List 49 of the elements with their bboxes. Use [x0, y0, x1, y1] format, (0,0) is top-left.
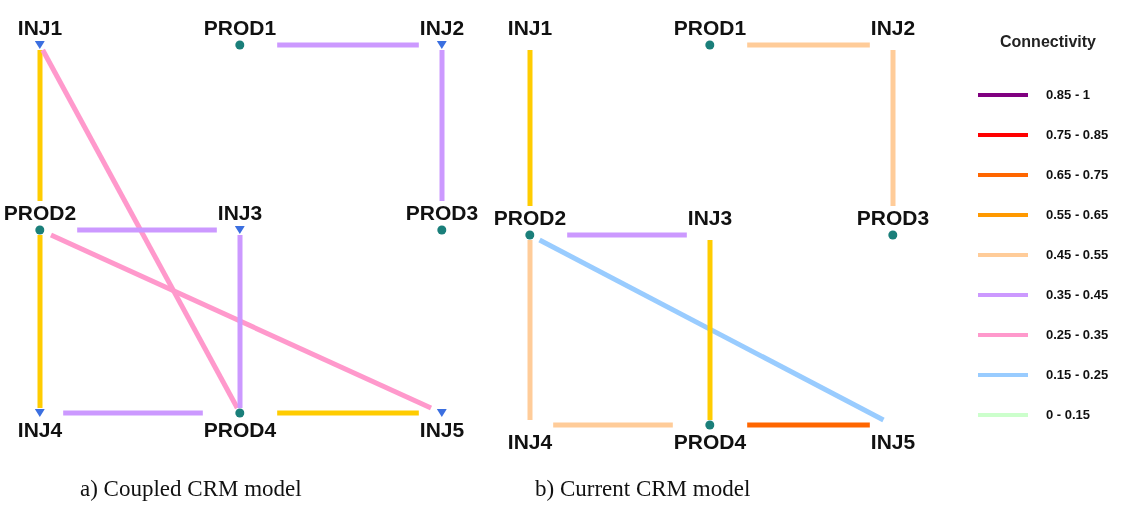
- well-label: INJ1: [506, 16, 554, 40]
- well-label: INJ3: [686, 206, 734, 230]
- legend-label: 0.45 - 0.55: [1046, 247, 1109, 262]
- connection-line: [553, 422, 673, 428]
- connection-line: [527, 240, 533, 420]
- legend-label: 0.65 - 0.75: [1046, 167, 1109, 182]
- connection-line: [77, 227, 217, 233]
- connection-line: [439, 50, 445, 201]
- connection-line: [890, 50, 896, 206]
- legend-label: 0.75 - 0.85: [1046, 127, 1109, 142]
- connection-line: [277, 42, 419, 48]
- legend-label: 0.85 - 1: [1046, 87, 1091, 102]
- connection-line: [40, 48, 240, 410]
- well-label: INJ3: [216, 201, 264, 225]
- legend-label: 0.35 - 0.45: [1046, 287, 1109, 302]
- well-label: PROD4: [202, 418, 278, 442]
- well-label: INJ2: [418, 16, 466, 40]
- well-label: INJ1: [16, 16, 64, 40]
- well-label: PROD3: [404, 201, 480, 225]
- connection-line: [707, 240, 713, 420]
- well-label: PROD4: [672, 430, 748, 454]
- connection-line: [747, 422, 870, 428]
- caption: a) Coupled CRM model: [80, 476, 302, 502]
- well-label: PROD2: [2, 201, 78, 225]
- well-label: INJ4: [506, 430, 554, 454]
- well-label: PROD2: [492, 206, 568, 230]
- connection-line: [567, 232, 687, 238]
- connection-line: [527, 50, 533, 206]
- well-label: INJ2: [869, 16, 917, 40]
- well-label: INJ4: [16, 418, 64, 442]
- legend-label: 0 - 0.15: [1046, 407, 1091, 422]
- well-label: INJ5: [869, 430, 917, 454]
- connection-line: [63, 410, 203, 416]
- legend-label: 0.15 - 0.25: [1046, 367, 1109, 382]
- caption: b) Current CRM model: [535, 476, 751, 502]
- well-label: PROD1: [202, 16, 278, 40]
- well-label: INJ5: [418, 418, 466, 442]
- connection-line: [747, 42, 870, 48]
- connection-line: [277, 410, 419, 416]
- connection-line: [37, 235, 43, 408]
- connection-line: [237, 235, 243, 408]
- connection-line: [49, 232, 433, 411]
- legend-label: 0.25 - 0.35: [1046, 327, 1109, 342]
- well-label: PROD3: [855, 206, 931, 230]
- connection-line: [538, 237, 885, 423]
- legend-label: 0.55 - 0.65: [1046, 207, 1109, 222]
- well-label: PROD1: [672, 16, 748, 40]
- legend-title: Connectivity: [1000, 33, 1096, 51]
- connection-line: [37, 50, 43, 201]
